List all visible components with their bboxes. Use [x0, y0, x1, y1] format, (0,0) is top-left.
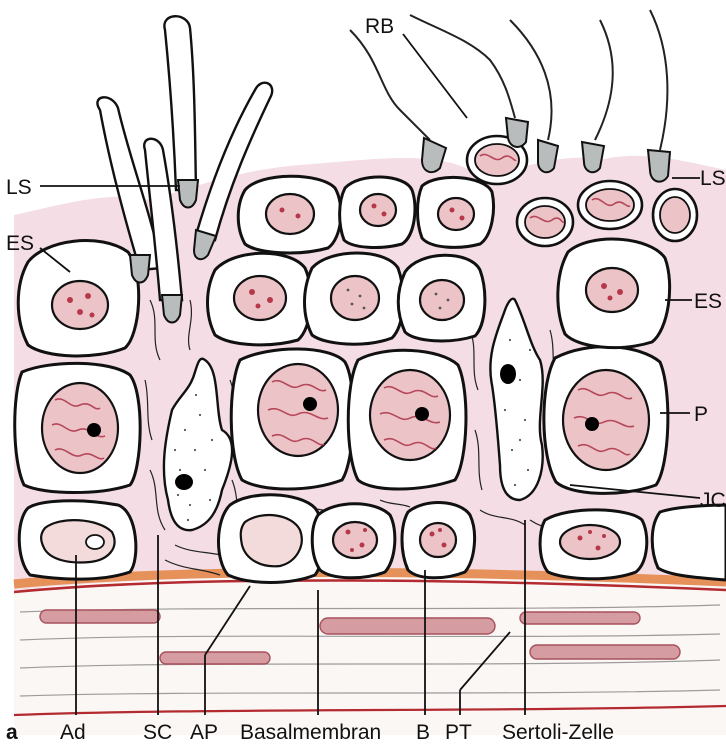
basal-cell-edge: [652, 505, 726, 580]
label-rb: RB: [365, 15, 394, 38]
spermatid-row3-3: [418, 177, 494, 247]
spermatocyte-center-left: [231, 349, 353, 489]
nuclear-vacuole: [86, 535, 104, 549]
label-p: P: [694, 403, 708, 426]
spermatocyte-left: [15, 363, 140, 492]
basal-cell-right: [540, 510, 647, 579]
spermatocyte-center: [348, 350, 466, 489]
spermatid-row2-2: [305, 253, 404, 344]
spermatid-row3-2: [340, 177, 415, 248]
spermatid-es-left: [18, 241, 138, 356]
label-panel-a: a: [6, 721, 18, 744]
peritubular-tissue: [14, 572, 726, 735]
basal-cell-ad: [19, 501, 136, 579]
spermatid-es-right: [558, 239, 670, 348]
basal-cell-b: [402, 503, 475, 578]
label-es-right: ES: [694, 290, 722, 313]
label-jc: JC: [700, 489, 726, 512]
spermatocyte-p: [544, 347, 668, 494]
label-sc: SC: [143, 721, 172, 744]
label-sertoli-zelle: Sertoli-Zelle: [502, 721, 614, 744]
spermatid-row3-1: [238, 176, 341, 253]
label-pt: PT: [445, 721, 472, 744]
label-es-left: ES: [6, 232, 34, 255]
label-ls-right: LS: [700, 167, 726, 190]
myoid-cell: [530, 645, 680, 659]
label-ap: AP: [190, 721, 218, 744]
label-ad: Ad: [60, 721, 86, 744]
myoid-cell: [520, 612, 640, 624]
myoid-cell: [160, 652, 270, 664]
spermatid-row2-1: [208, 253, 311, 345]
basal-cell-b1: [312, 504, 395, 578]
myoid-cell: [40, 610, 160, 623]
label-b: B: [416, 721, 430, 744]
myoid-cell: [320, 618, 495, 634]
label-ls-left: LS: [6, 176, 32, 199]
basal-cell-ap: [218, 495, 324, 583]
label-basalmembran: Basalmembran: [240, 721, 381, 744]
spermatid-row2-3: [398, 255, 485, 341]
